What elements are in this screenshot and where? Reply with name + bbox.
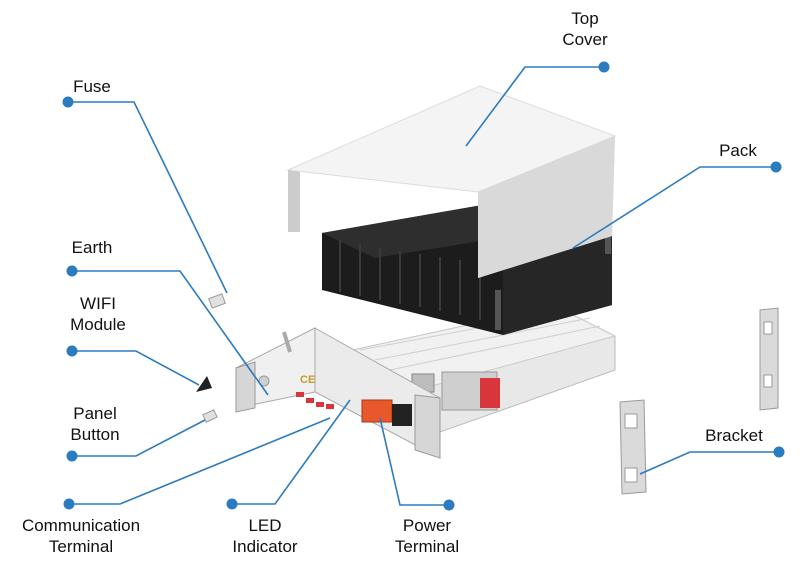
earth-part bbox=[282, 331, 292, 353]
bracket-lower bbox=[619, 399, 647, 495]
label-fuse: Fuse bbox=[73, 77, 111, 96]
label-panel-button: Panel Button bbox=[70, 404, 120, 444]
label-wifi-module: WIFI Module bbox=[70, 294, 126, 334]
front-panel-logo: CE bbox=[300, 374, 315, 386]
label-communication-terminal: Communication Terminal bbox=[21, 516, 141, 556]
leader-top-cover bbox=[465, 61, 610, 147]
fuse-part bbox=[208, 293, 226, 309]
leader-fuse bbox=[62, 96, 228, 294]
front-panel: CE bbox=[235, 327, 441, 459]
wifi-module-part bbox=[196, 376, 212, 392]
bracket-upper bbox=[759, 307, 779, 411]
leader-communication bbox=[63, 417, 331, 510]
label-bracket: Bracket bbox=[705, 426, 763, 445]
power-terminal-block bbox=[361, 399, 412, 426]
leader-led bbox=[226, 399, 351, 510]
label-top-cover: Top Cover bbox=[562, 9, 608, 49]
label-power-terminal: Power Terminal bbox=[394, 516, 460, 556]
panel-button-part bbox=[202, 409, 218, 423]
leader-panel-button bbox=[66, 419, 206, 462]
label-pack: Pack bbox=[719, 141, 757, 160]
led-indicators bbox=[296, 392, 334, 409]
leader-bracket bbox=[639, 446, 785, 475]
label-earth: Earth bbox=[71, 238, 113, 257]
label-led-indicator: LED Indicator bbox=[232, 516, 298, 556]
leader-power bbox=[379, 417, 455, 511]
leader-pack bbox=[572, 161, 782, 249]
leader-wifi bbox=[66, 345, 200, 386]
leader-earth bbox=[66, 265, 269, 396]
